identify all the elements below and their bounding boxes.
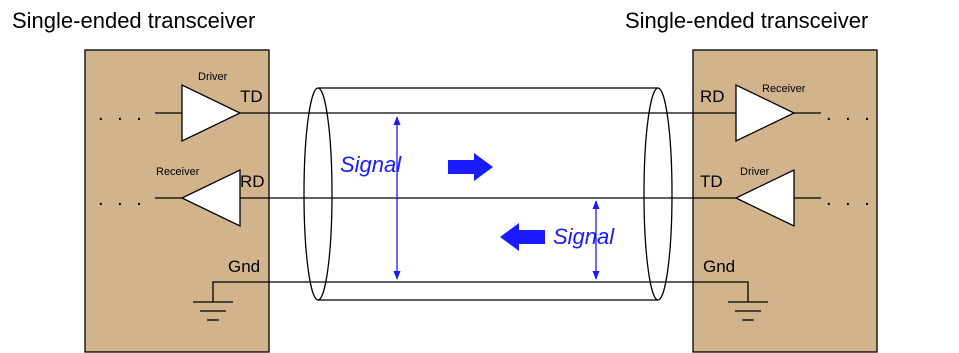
left-driver-amplifier-icon: [181, 83, 242, 143]
forward-direction-arrow-icon: [448, 153, 493, 181]
backward-direction-arrow-icon: [500, 223, 545, 251]
left-mid-ellipsis: . . .: [98, 188, 146, 210]
right-receiver-amplifier-icon: [735, 83, 796, 143]
left-transceiver-title: Single-ended transceiver: [12, 8, 255, 33]
right-td-label: TD: [700, 172, 723, 191]
left-rd-label: RD: [240, 172, 265, 191]
left-receiver-label: Receiver: [156, 166, 200, 178]
left-receiver-amplifier-icon: [180, 168, 241, 228]
left-td-label: TD: [240, 87, 263, 106]
cable-right-end-inner: [643, 87, 659, 301]
right-receiver-label: Receiver: [762, 83, 806, 95]
cable-outline: [318, 87, 673, 301]
right-rd-label: RD: [700, 87, 725, 106]
left-top-ellipsis: . . .: [98, 103, 146, 125]
right-mid-ellipsis: . . .: [826, 188, 874, 210]
right-driver-label: Driver: [740, 166, 770, 178]
right-gnd-label: Gnd: [703, 257, 735, 276]
wire-ground: [212, 281, 749, 302]
right-ground-icon: [728, 301, 768, 321]
left-gnd-label: Gnd: [228, 257, 260, 276]
right-top-ellipsis: . . .: [826, 103, 874, 125]
backward-signal-label: Signal: [553, 224, 615, 249]
cable-left-end: [303, 87, 333, 301]
left-driver-label: Driver: [198, 71, 228, 83]
left-ground-icon: [193, 301, 233, 321]
forward-signal-label: Signal: [340, 152, 402, 177]
right-transceiver-title: Single-ended transceiver: [625, 8, 868, 33]
